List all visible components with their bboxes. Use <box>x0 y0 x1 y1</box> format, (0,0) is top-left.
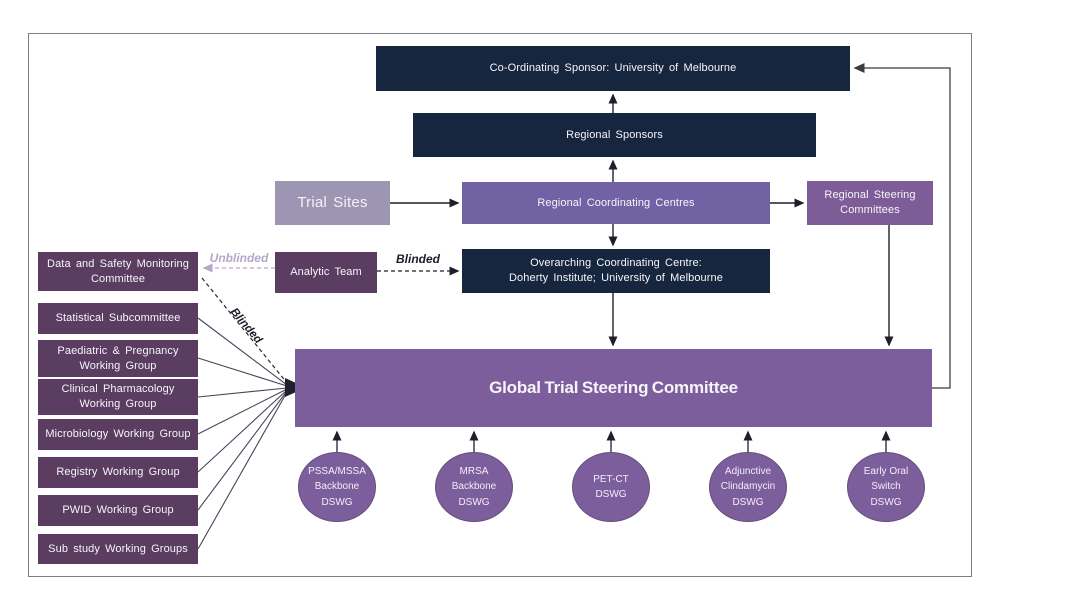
circle-pet-ct-dswg: PET-CT DSWG <box>572 452 650 522</box>
node-paediatric-pregnancy-working-group: Paediatric & Pregnancy Working Group <box>38 340 198 377</box>
node-pwid-working-group: PWID Working Group <box>38 495 198 526</box>
overarching-line2: Doherty Institute; University of Melbour… <box>509 272 723 284</box>
circle-pssa-mssa-backbone-dswg: PSSA/MSSA Backbone DSWG <box>298 452 376 522</box>
node-regional-steering-committees: Regional Steering Committees <box>807 181 933 225</box>
node-clinical-pharmacology-working-group: Clinical Pharmacology Working Group <box>38 379 198 415</box>
node-statistical-subcommittee: Statistical Subcommittee <box>38 303 198 334</box>
node-overarching-coordinating-centre: Overarching Coordinating Centre: Doherty… <box>462 249 770 293</box>
node-registry-working-group: Registry Working Group <box>38 457 198 488</box>
edge-label-unblinded: Unblinded <box>209 251 269 265</box>
circle-adjunctive-clindamycin-dswg: Adjunctive Clindamycin DSWG <box>709 452 787 522</box>
node-coordinating-sponsor: Co-Ordinating Sponsor: University of Mel… <box>376 46 850 91</box>
node-regional-coordinating-centres: Regional Coordinating Centres <box>462 182 770 224</box>
circle-early-oral-switch-dswg: Early Oral Switch DSWG <box>847 452 925 522</box>
node-microbiology-working-group: Microbiology Working Group <box>38 419 198 450</box>
circle-mrsa-backbone-dswg: MRSA Backbone DSWG <box>435 452 513 522</box>
node-sub-study-working-groups: Sub study Working Groups <box>38 534 198 564</box>
node-trial-sites: Trial Sites <box>275 181 390 225</box>
node-regional-sponsors: Regional Sponsors <box>413 113 816 157</box>
overarching-line1: Overarching Coordinating Centre: <box>530 257 702 270</box>
node-data-safety-monitoring-committee: Data and Safety Monitoring Committee <box>38 252 198 291</box>
node-global-trial-steering-committee: Global Trial Steering Committee <box>295 349 932 427</box>
node-analytic-team: Analytic Team <box>275 252 377 293</box>
edge-label-blinded-horizontal: Blinded <box>396 252 440 266</box>
